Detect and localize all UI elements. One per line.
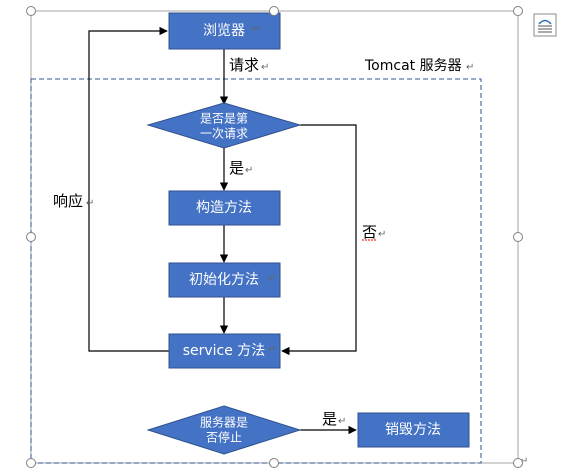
- node-init-label: 初始化方法: [189, 271, 259, 288]
- return-mark-icon: ↵: [252, 24, 260, 35]
- arrow-decision-no-to-service: [281, 124, 357, 356]
- connectors: [88, 26, 357, 435]
- label-no: 否: [362, 223, 377, 241]
- node-first-request-line-1: 是否是第: [200, 112, 248, 126]
- node-first-request-line-2: 一次请求: [200, 127, 248, 141]
- handle-bottom-middle: [269, 458, 279, 468]
- label-yes-1: 是: [229, 159, 244, 177]
- handle-top-middle: [269, 6, 279, 16]
- label-response: 响应: [53, 192, 83, 210]
- node-service-label: service 方法: [183, 343, 266, 359]
- node-browser-label: 浏览器: [203, 23, 245, 39]
- return-mark-icon: ↵: [378, 229, 386, 240]
- node-constructor-label: 构造方法: [196, 200, 252, 216]
- node-destroy[interactable]: 销毁方法: [357, 412, 470, 448]
- return-mark-icon: ↵: [268, 273, 276, 284]
- node-destroy-label: 销毁方法: [385, 422, 441, 438]
- return-mark-icon: ↵: [520, 456, 528, 467]
- node-server-stopped-line-1: 服务器是: [200, 415, 248, 430]
- return-mark-icon: ↵: [261, 62, 269, 73]
- handle-middle-right: [513, 232, 523, 242]
- handle-top-right: [513, 6, 523, 16]
- node-server-stopped-decision[interactable]: 服务器是 否停止: [146, 405, 302, 455]
- return-mark-icon: ↵: [338, 416, 346, 427]
- return-mark-icon: ↵: [245, 165, 253, 176]
- label-request: 请求: [229, 56, 259, 74]
- arrow-service-response-to-browser: [88, 26, 169, 352]
- node-init[interactable]: 初始化方法: [168, 262, 281, 298]
- node-first-request-decision[interactable]: 是否是第 一次请求: [146, 102, 302, 149]
- node-service[interactable]: service 方法: [168, 333, 281, 369]
- handle-bottom-left: [26, 458, 36, 468]
- layout-options-icon[interactable]: [533, 13, 557, 37]
- tomcat-container: [30, 78, 482, 464]
- return-mark-icon: ↵: [466, 62, 474, 73]
- label-yes-2: 是: [322, 410, 337, 428]
- handle-middle-left: [26, 232, 36, 242]
- resize-handles[interactable]: [26, 6, 523, 468]
- label-tomcat: Tomcat 服务器: [364, 58, 462, 74]
- node-constructor[interactable]: 构造方法: [168, 190, 281, 226]
- handle-bottom-right: [513, 458, 523, 468]
- node-server-stopped-line-2: 否停止: [206, 430, 242, 445]
- handle-top-left: [26, 6, 36, 16]
- node-browser[interactable]: 浏览器: [168, 12, 281, 50]
- return-mark-icon: ↵: [86, 198, 94, 209]
- return-mark-icon: ↵: [268, 344, 276, 355]
